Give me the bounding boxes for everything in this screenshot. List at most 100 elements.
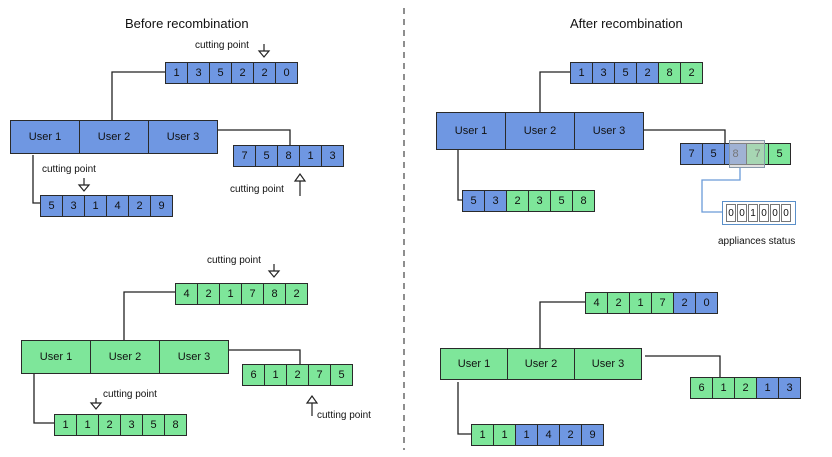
- user-1: User 1: [10, 120, 80, 154]
- after-title: After recombination: [570, 16, 683, 31]
- gene-cell: 2: [231, 62, 254, 84]
- gene-cell: 1: [756, 377, 779, 399]
- gene-cell: 1: [264, 364, 287, 386]
- gene-cell: 2: [680, 62, 703, 84]
- gene-cell: 1: [219, 283, 242, 305]
- gene-cell: 8: [572, 190, 595, 212]
- gene-cell: 2: [285, 283, 308, 305]
- gene-cell: 2: [636, 62, 659, 84]
- gene-cell: 1: [471, 424, 494, 446]
- appliance-bit: 0: [759, 204, 769, 222]
- gene-cell: 3: [592, 62, 615, 84]
- gene-cell: 5: [462, 190, 485, 212]
- gene-cell: 3: [528, 190, 551, 212]
- before-title: Before recombination: [125, 16, 249, 31]
- gene-cell: 0: [695, 292, 718, 314]
- gene-cell: 1: [712, 377, 735, 399]
- gene-cell: 1: [493, 424, 516, 446]
- user-3: User 3: [574, 112, 644, 150]
- gene-cell: 4: [537, 424, 560, 446]
- gene-cell: 1: [84, 195, 107, 217]
- gene-cell: 8: [658, 62, 681, 84]
- gene-cell: 4: [175, 283, 198, 305]
- gene-cell: 5: [550, 190, 573, 212]
- gene-cell: 2: [559, 424, 582, 446]
- gene-cell: 6: [242, 364, 265, 386]
- gene-cell: 2: [253, 62, 276, 84]
- user-2: User 2: [90, 340, 160, 374]
- gene-cell: 8: [164, 414, 187, 436]
- gene-cell: 7: [308, 364, 331, 386]
- gene-cell: 0: [275, 62, 298, 84]
- gene-cell: 5: [255, 145, 278, 167]
- appliance-bit: 0: [770, 204, 780, 222]
- gene-cell: 2: [98, 414, 121, 436]
- cutting-point-label: cutting point: [103, 389, 157, 400]
- user-bar-before-top: User 1 User 2 User 3: [10, 120, 218, 154]
- gene-cell: 2: [734, 377, 757, 399]
- user-bar-before-bottom: User 1 User 2 User 3: [21, 340, 229, 374]
- gene-cell: 3: [484, 190, 507, 212]
- gene-cell: 4: [106, 195, 129, 217]
- gene-cell: 6: [690, 377, 713, 399]
- user-1: User 1: [21, 340, 91, 374]
- user-3: User 3: [159, 340, 229, 374]
- gene-cell: 5: [209, 62, 232, 84]
- gene-cell: 5: [768, 143, 791, 165]
- gene-cell: 7: [651, 292, 674, 314]
- gene-cell: 2: [128, 195, 151, 217]
- user-bar-after-top: User 1 User 2 User 3: [436, 112, 644, 150]
- appliance-bit: 0: [781, 204, 791, 222]
- gene-cell: 7: [241, 283, 264, 305]
- user-1: User 1: [440, 348, 508, 380]
- appliance-bit: 0: [737, 204, 747, 222]
- cutting-point-label: cutting point: [195, 40, 249, 51]
- gene-cell: 9: [150, 195, 173, 217]
- gene-cell: 7: [680, 143, 703, 165]
- gene-cell: 8: [277, 145, 300, 167]
- user-2: User 2: [507, 348, 575, 380]
- gene-cell: 9: [581, 424, 604, 446]
- gene-cell: 3: [62, 195, 85, 217]
- gene-cell: 3: [120, 414, 143, 436]
- user-3: User 3: [148, 120, 218, 154]
- gene-cell: 2: [286, 364, 309, 386]
- user-1: User 1: [436, 112, 506, 150]
- gene-cell: 8: [263, 283, 286, 305]
- user-2: User 2: [79, 120, 149, 154]
- gene-cell: 5: [40, 195, 63, 217]
- gene-cell: 1: [515, 424, 538, 446]
- cutting-point-label: cutting point: [42, 164, 96, 175]
- gene-cell: 1: [570, 62, 593, 84]
- gene-cell: 1: [165, 62, 188, 84]
- gene-cell: 1: [299, 145, 322, 167]
- cutting-point-label: cutting point: [207, 255, 261, 266]
- gene-cell: 2: [197, 283, 220, 305]
- gene-cell: 4: [585, 292, 608, 314]
- appliances-status-label: appliances status: [718, 236, 796, 247]
- gene-cell: 1: [54, 414, 77, 436]
- user-3: User 3: [574, 348, 642, 380]
- gene-cell: 2: [673, 292, 696, 314]
- gene-cell: 2: [506, 190, 529, 212]
- user-bar-after-bottom: User 1 User 2 User 3: [440, 348, 642, 380]
- cutting-point-label: cutting point: [317, 410, 371, 421]
- gene-cell: 5: [142, 414, 165, 436]
- user-2: User 2: [505, 112, 575, 150]
- gene-cell: 5: [330, 364, 353, 386]
- gene-cell: 3: [187, 62, 210, 84]
- cutting-point-label: cutting point: [230, 184, 284, 195]
- gene-cell: 2: [607, 292, 630, 314]
- gene-cell: 1: [76, 414, 99, 436]
